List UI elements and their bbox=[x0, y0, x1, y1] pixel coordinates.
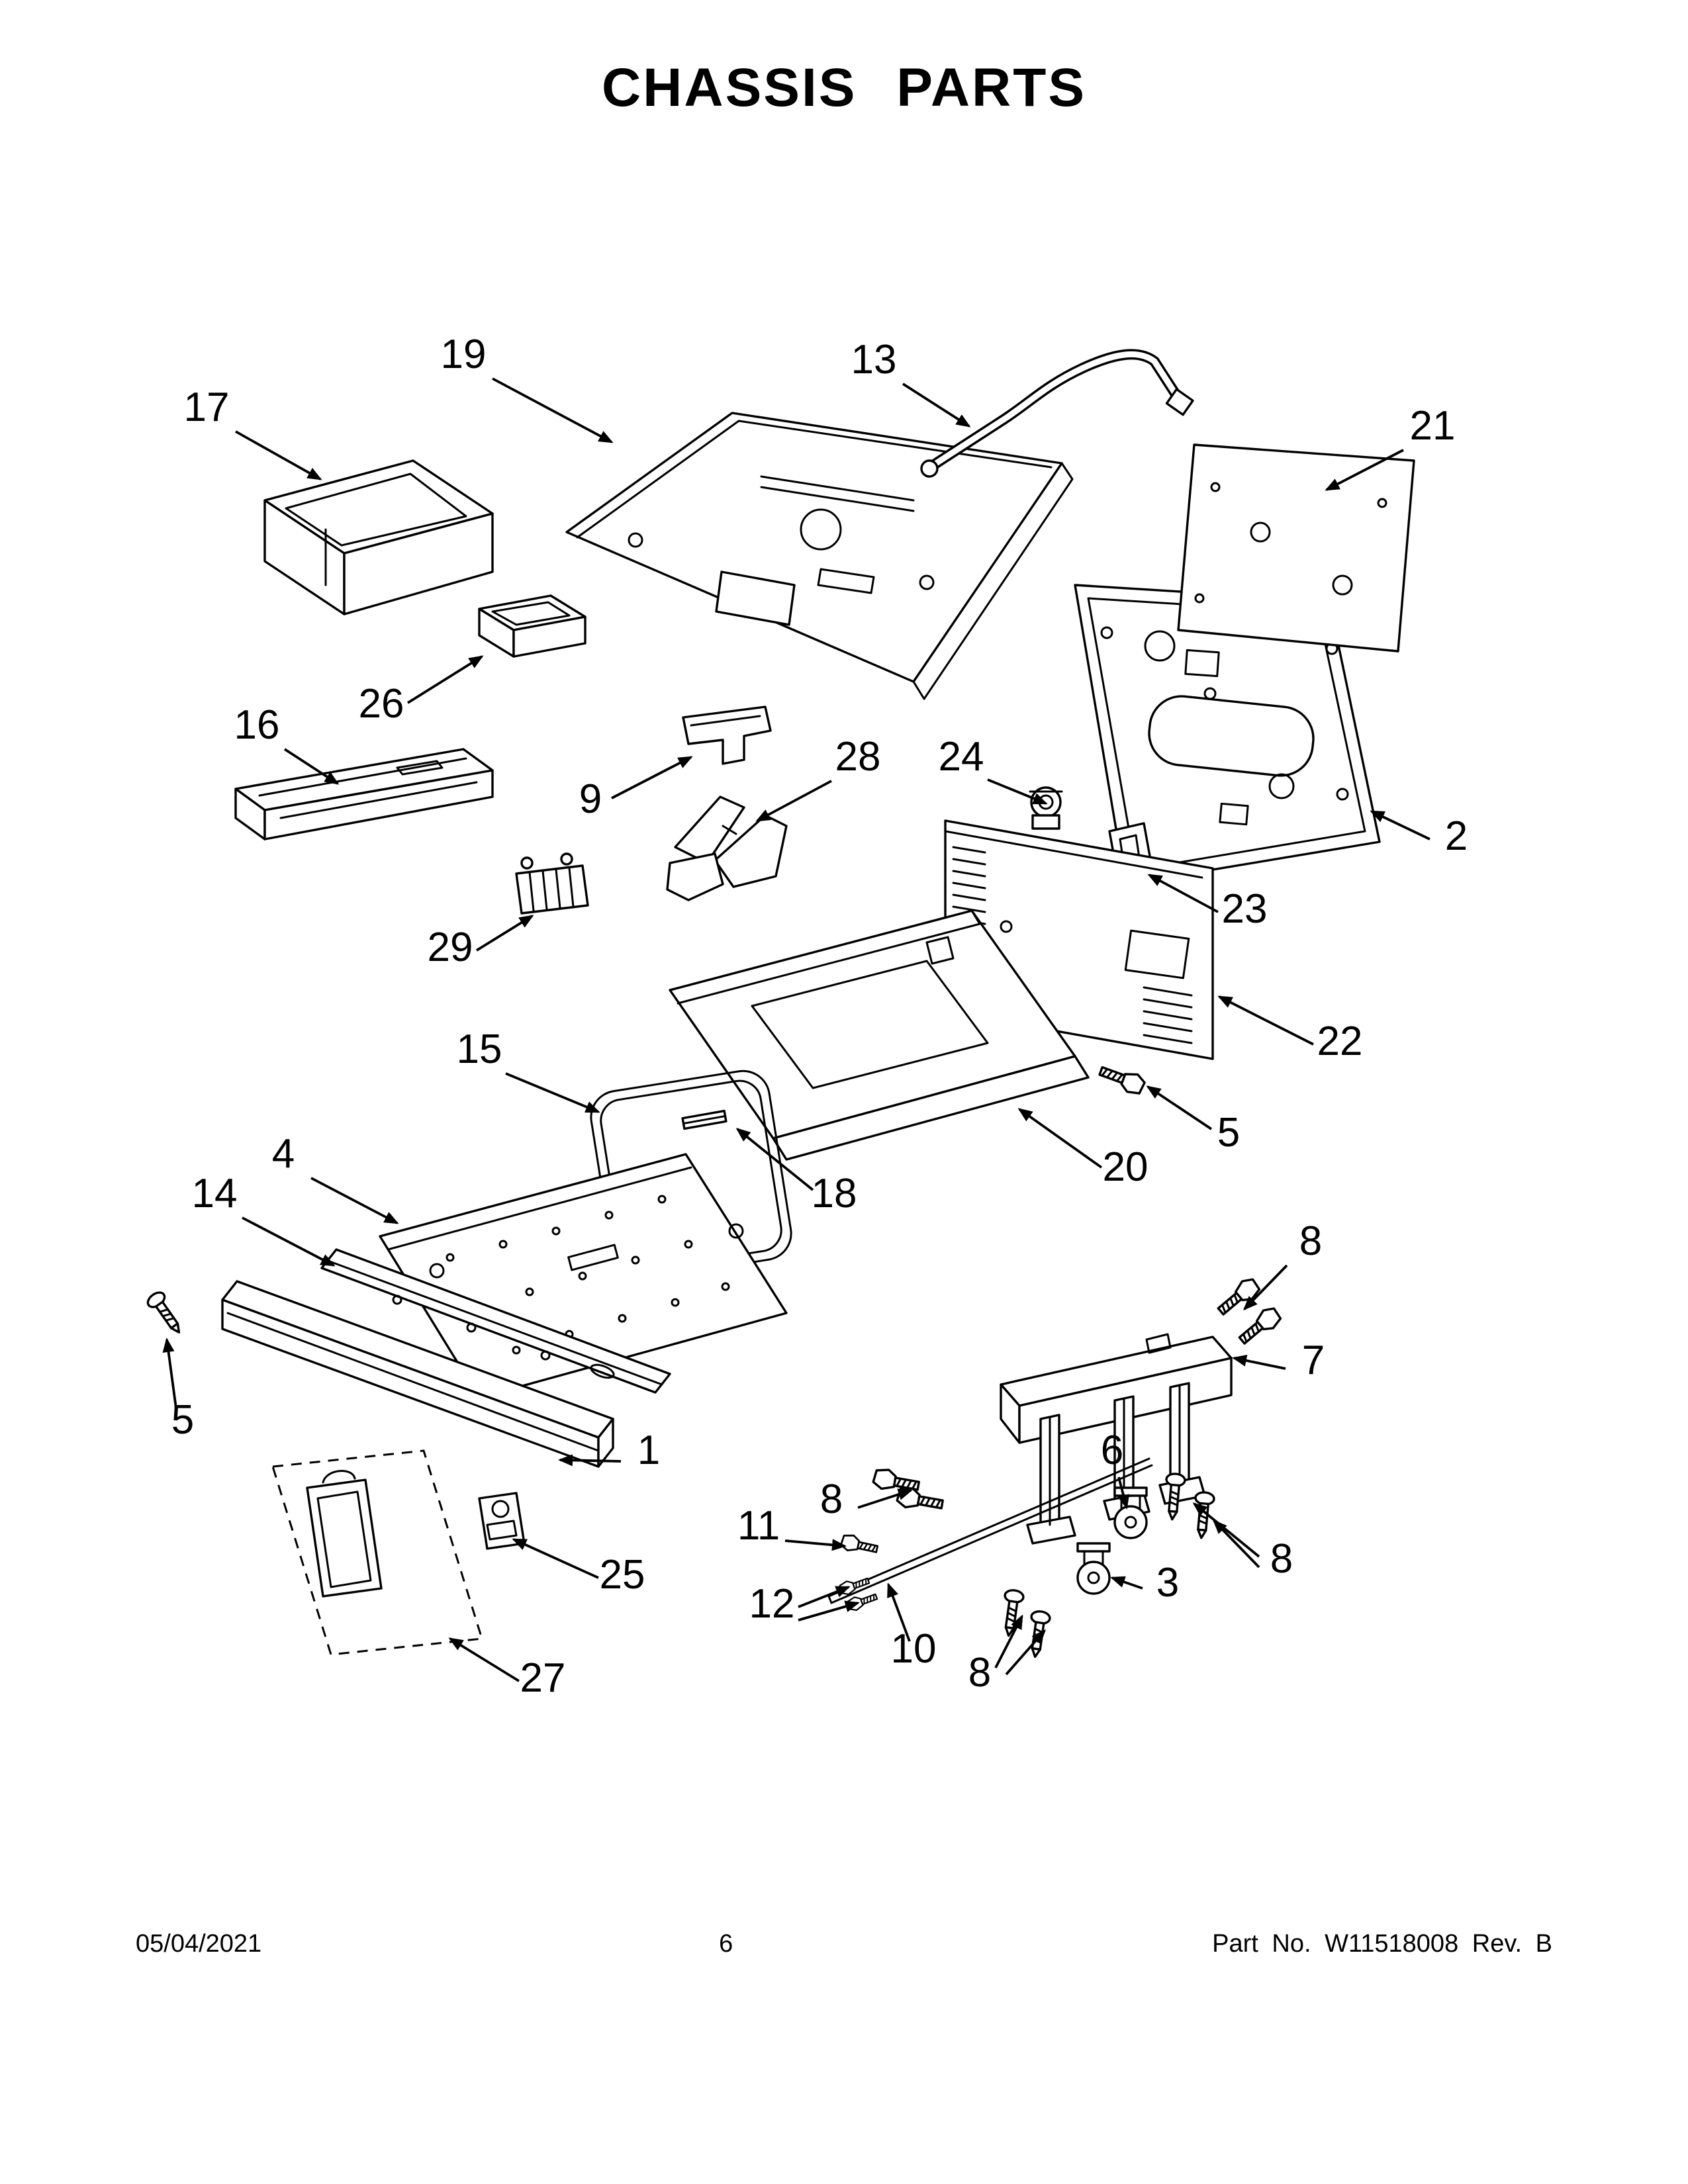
part-container-27 bbox=[271, 1449, 483, 1656]
callout-arrow-28 bbox=[755, 780, 832, 822]
part-screw-5-left bbox=[144, 1288, 188, 1339]
part-front-panel-1 bbox=[221, 1280, 614, 1468]
callout-label-21: 21 bbox=[1410, 403, 1456, 449]
callout-arrow-8 bbox=[857, 1488, 913, 1509]
part-anti-tip-rod-10 bbox=[827, 1457, 1153, 1604]
footer: 05/04/2021 6 Part No. W11518008 Rev. B bbox=[0, 1930, 1688, 1958]
callout-arrow-12 bbox=[798, 1586, 851, 1608]
part-leg-frame-7 bbox=[1000, 1333, 1233, 1545]
callout-arrow-9 bbox=[611, 756, 693, 799]
part-burner-box-17 bbox=[263, 459, 494, 615]
footer-date: 05/04/2021 bbox=[136, 1930, 262, 1958]
footer-part-number: Part No. W11518008 Rev. B bbox=[1212, 1930, 1552, 1958]
callout-label-11: 11 bbox=[737, 1503, 780, 1549]
callout-arrow-24 bbox=[987, 778, 1048, 805]
footer-page-number: 6 bbox=[719, 1930, 733, 1958]
callout-label-7: 7 bbox=[1302, 1338, 1325, 1383]
callout-label-3: 3 bbox=[1156, 1560, 1179, 1606]
callout-label-27: 27 bbox=[520, 1655, 566, 1701]
callout-label-1: 1 bbox=[637, 1428, 660, 1473]
callout-label-13: 13 bbox=[851, 337, 897, 383]
part-regulator-24 bbox=[1029, 786, 1063, 830]
callout-arrow-8 bbox=[1243, 1264, 1288, 1311]
part-bolts-8-top bbox=[1213, 1274, 1285, 1350]
callout-arrow-18 bbox=[735, 1128, 814, 1191]
callout-arrow-6 bbox=[1117, 1477, 1129, 1510]
callout-arrow-27 bbox=[448, 1637, 520, 1682]
callout-label-8: 8 bbox=[1299, 1218, 1322, 1264]
callout-label-20: 20 bbox=[1103, 1144, 1149, 1190]
callout-label-22: 22 bbox=[1317, 1019, 1363, 1064]
callout-label-12: 12 bbox=[749, 1581, 795, 1627]
callout-arrow-5 bbox=[162, 1338, 177, 1409]
callout-label-24: 24 bbox=[939, 734, 984, 780]
callout-label-28: 28 bbox=[835, 734, 881, 780]
callout-arrow-8 bbox=[1212, 1519, 1260, 1569]
callout-arrow-20 bbox=[1017, 1108, 1103, 1169]
callout-arrow-19 bbox=[492, 377, 614, 443]
callout-arrow-12 bbox=[798, 1600, 860, 1621]
callout-arrow-23 bbox=[1147, 874, 1219, 913]
callout-label-15: 15 bbox=[457, 1026, 502, 1072]
callout-arrow-15 bbox=[505, 1072, 600, 1113]
callout-arrow-13 bbox=[902, 383, 971, 428]
page-title: CHASSIS PARTS bbox=[601, 58, 1087, 118]
part-gas-pipe-13 bbox=[920, 349, 1194, 478]
part-caster-3 bbox=[1076, 1542, 1111, 1595]
callout-label-14: 14 bbox=[192, 1171, 238, 1216]
callout-label-6: 6 bbox=[1101, 1428, 1123, 1473]
callout-arrow-8 bbox=[1005, 1629, 1046, 1676]
callout-label-19: 19 bbox=[441, 332, 487, 377]
callout-label-9: 9 bbox=[579, 776, 602, 822]
callout-arrow-4 bbox=[310, 1177, 399, 1224]
callout-arrow-7 bbox=[1232, 1355, 1286, 1370]
callout-label-17: 17 bbox=[184, 385, 230, 430]
callout-label-8: 8 bbox=[1270, 1536, 1293, 1582]
callout-arrow-25 bbox=[512, 1538, 599, 1579]
callout-arrow-26 bbox=[406, 655, 484, 704]
callout-label-8: 8 bbox=[968, 1650, 991, 1696]
part-base-panel-4 bbox=[379, 1153, 788, 1399]
part-bolt-5-right bbox=[1096, 1061, 1148, 1098]
callout-arrow-11 bbox=[784, 1539, 847, 1551]
callout-arrow-1 bbox=[558, 1454, 622, 1467]
part-caster-6 bbox=[1113, 1486, 1148, 1539]
part-clip-18 bbox=[681, 1109, 727, 1130]
part-brackets-28 bbox=[666, 796, 788, 901]
callout-label-8: 8 bbox=[820, 1477, 843, 1522]
callout-label-23: 23 bbox=[1222, 886, 1268, 932]
part-bracket-9 bbox=[682, 705, 772, 765]
callout-label-26: 26 bbox=[359, 681, 404, 727]
part-oven-bottom-20 bbox=[669, 909, 1090, 1161]
part-bolt-11 bbox=[839, 1532, 880, 1557]
callout-arrow-21 bbox=[1325, 449, 1404, 491]
callout-arrow-29 bbox=[475, 915, 534, 952]
callout-label-29: 29 bbox=[428, 925, 473, 970]
part-insulation-panel-21 bbox=[1177, 443, 1415, 653]
part-top-cover-19 bbox=[565, 412, 1074, 700]
callout-arrow-22 bbox=[1217, 995, 1314, 1046]
callout-label-18: 18 bbox=[812, 1171, 857, 1216]
callout-arrow-2 bbox=[1370, 810, 1430, 841]
part-terminal-block-29 bbox=[515, 852, 589, 915]
callout-label-2: 2 bbox=[1445, 813, 1468, 859]
callout-arrow-14 bbox=[242, 1216, 336, 1267]
callout-arrow-8 bbox=[994, 1614, 1023, 1668]
callout-label-5: 5 bbox=[171, 1397, 194, 1443]
callout-label-5: 5 bbox=[1217, 1110, 1240, 1156]
part-rear-panel-2 bbox=[1074, 584, 1381, 886]
callout-label-25: 25 bbox=[600, 1552, 645, 1598]
callout-arrow-3 bbox=[1110, 1576, 1143, 1590]
callout-label-4: 4 bbox=[272, 1131, 295, 1177]
callout-label-10: 10 bbox=[891, 1626, 937, 1672]
callout-arrow-10 bbox=[887, 1582, 911, 1642]
callout-label-16: 16 bbox=[234, 702, 280, 748]
callout-arrow-5 bbox=[1146, 1085, 1213, 1130]
callout-arrow-17 bbox=[235, 430, 322, 480]
part-side-rail-16 bbox=[234, 748, 494, 841]
callout-arrow-16 bbox=[283, 748, 340, 785]
part-small-tray-26 bbox=[478, 594, 586, 658]
